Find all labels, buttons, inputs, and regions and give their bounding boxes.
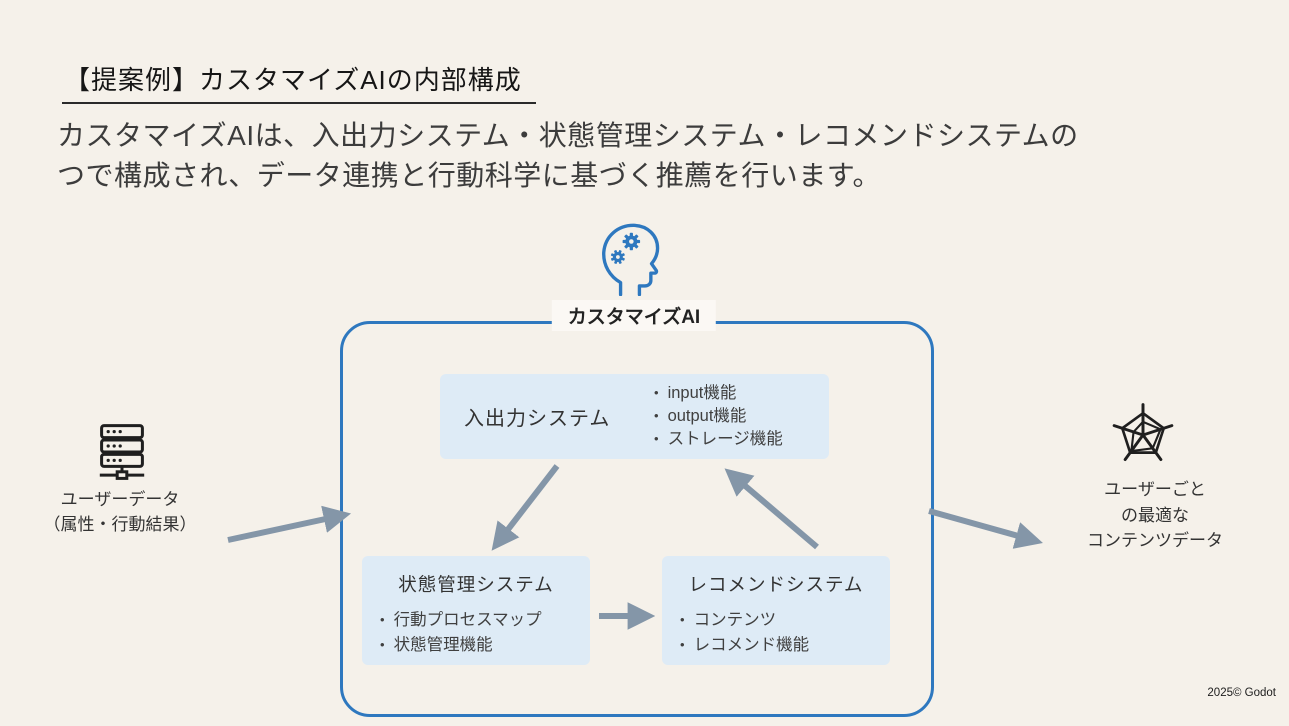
user-data-label: ユーザーデータ （属性・行動結果） [8,488,232,537]
state-system-box: 状態管理システム 行動プロセスマップ 状態管理機能 [362,556,590,665]
arrow-ai-to-content [928,508,1043,549]
list-item: ストレージ機能 [654,428,783,451]
list-item: コンテンツ [680,608,890,633]
optimal-content-label: ユーザーごと の最適な コンテンツデータ [1060,477,1250,554]
arrow-userdata-to-ai [227,505,352,543]
recommend-system-list: コンテンツ レコメンド機能 [662,608,890,658]
optimal-content-line-1: ユーザーごと [1104,480,1206,499]
optimal-content-line-3: コンテンツデータ [1087,531,1223,550]
state-system-list: 行動プロセスマップ 状態管理機能 [362,608,590,658]
optimal-content-line-2: の最適な [1121,505,1189,525]
copyright: 2025© Godot [1207,687,1276,699]
page-title: 【提案例】カスタマイズAIの内部構成 [62,60,536,104]
list-item: レコメンド機能 [680,633,890,658]
recommend-system-label: レコメンドシステム [688,574,864,595]
radar-web-icon [1104,402,1182,468]
recommend-system-box: レコメンドシステム コンテンツ レコメンド機能 [662,556,890,665]
server-icon [92,422,152,482]
list-item: input機能 [654,382,783,405]
user-data-line-1: ユーザーデータ [60,490,180,509]
list-item: output機能 [654,405,783,428]
io-system-list: input機能 output機能 ストレージ機能 [654,382,783,450]
description-line-1: カスタマイズAIは、入出力システム・状態管理システム・レコメンドシステムの [57,120,1079,151]
io-system-label: 入出力システム [464,408,611,430]
user-data-line-2: （属性・行動結果） [43,514,197,534]
customized-ai-label: カスタマイズAI [551,300,717,331]
io-system-box: 入出力システム input機能 output機能 ストレージ機能 [440,374,829,459]
description-line-2: つで構成され、データ連携と行動科学に基づく推薦を行います。 [57,160,881,192]
list-item: 状態管理機能 [380,633,590,658]
state-system-label: 状態管理システム [398,574,554,595]
head-with-gears-icon [596,222,664,297]
description: カスタマイズAIは、入出力システム・状態管理システム・レコメンドシステムの つで… [57,116,1079,197]
list-item: 行動プロセスマップ [380,608,590,633]
